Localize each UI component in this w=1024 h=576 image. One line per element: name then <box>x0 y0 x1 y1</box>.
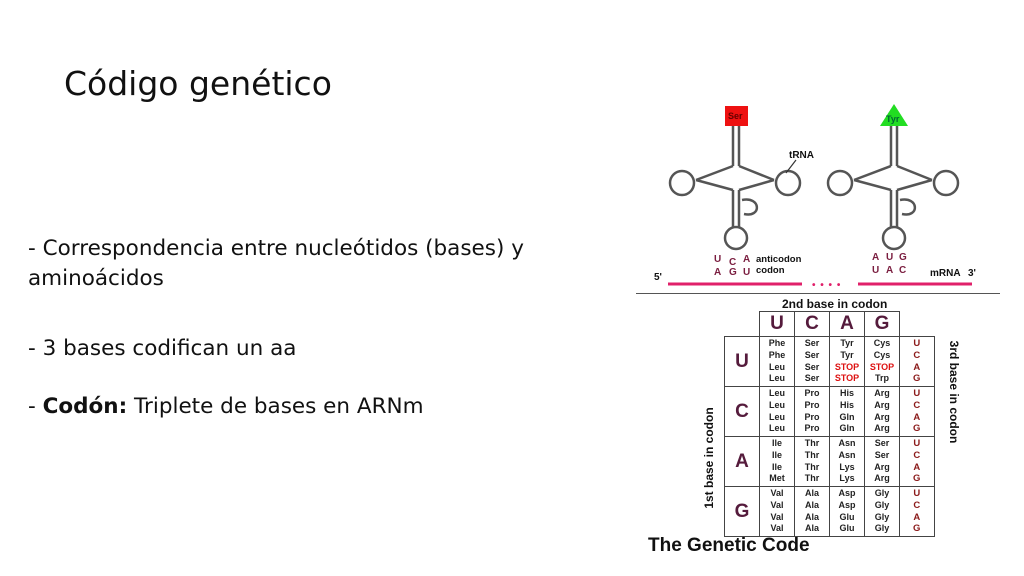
mrna-ellipsis: • • • • <box>812 280 841 291</box>
anticodon-base: G <box>899 252 907 263</box>
three-prime-label: 3' <box>968 268 976 279</box>
trna-right <box>826 126 960 251</box>
second-base-label: 2nd base in codon <box>782 297 888 311</box>
bullet-text: Correspondencia entre nucleótidos (bases… <box>28 236 524 291</box>
bullet-text: Triplete de bases en ARNm <box>127 394 424 419</box>
first-base-header: C <box>724 386 760 437</box>
bullet-item: - Codón: Triplete de bases en ARNm <box>28 392 548 422</box>
anticodon-label: anticodon <box>756 254 802 265</box>
codon-base: C <box>899 265 906 276</box>
codon-base: G <box>729 267 737 278</box>
codon-base: U <box>743 267 750 278</box>
first-base-label: 1st base in codon <box>702 407 716 509</box>
trna-pointer-line <box>785 159 797 174</box>
amino-acid-ser-block <box>725 106 748 126</box>
bullet-dash: - <box>28 394 43 419</box>
third-base-label: 3rd base in codon <box>947 340 961 444</box>
trna-left <box>668 126 802 251</box>
figure-divider <box>636 293 1000 294</box>
first-base-header: U <box>724 336 760 387</box>
anticodon-base: A <box>872 252 879 263</box>
header-row: U C A G <box>725 311 935 337</box>
bullet-item: - Correspondencia entre nucleótidos (bas… <box>28 234 548 294</box>
table-corner <box>725 312 760 337</box>
trna-diagram: Ser Tyr tRNA U C A A G U A U G U A C an <box>654 104 976 291</box>
slide-title: Código genético <box>64 64 332 103</box>
codon-base: A <box>886 265 893 276</box>
mrna-label: mRNA <box>930 268 961 279</box>
amino-acid-tyr-label: Tyr <box>886 114 900 124</box>
codon-label: codon <box>756 265 785 276</box>
genetic-code-figure: Ser Tyr tRNA U C A A G U A U G U A C an <box>636 98 1000 560</box>
anticodon-base: A <box>743 254 750 265</box>
first-base-header: G <box>724 486 760 537</box>
bullet-item: - 3 bases codifican un aa <box>28 334 548 364</box>
second-base-header: U <box>759 311 795 337</box>
amino-acid-tyr-block <box>880 104 908 126</box>
second-base-header: C <box>794 311 830 337</box>
bullet-text: 3 bases codifican un aa <box>42 336 297 361</box>
amino-acid-ser-label: Ser <box>728 111 743 121</box>
figure-caption: The Genetic Code <box>648 535 810 556</box>
codon-base: U <box>872 265 879 276</box>
trna-label: tRNA <box>789 150 814 161</box>
anticodon-base: C <box>729 257 736 268</box>
first-base-header: A <box>724 436 760 487</box>
five-prime-label: 5' <box>654 272 662 283</box>
table-corner <box>900 312 935 337</box>
anticodon-base: U <box>714 254 721 265</box>
anticodon-base: U <box>886 252 893 263</box>
bullet-dash: - <box>28 336 43 361</box>
bullet-bold-term: Codón: <box>42 394 128 419</box>
second-base-header: G <box>864 311 900 337</box>
bullet-dash: - <box>28 236 43 261</box>
second-base-header: A <box>829 311 865 337</box>
codon-base: A <box>714 267 721 278</box>
